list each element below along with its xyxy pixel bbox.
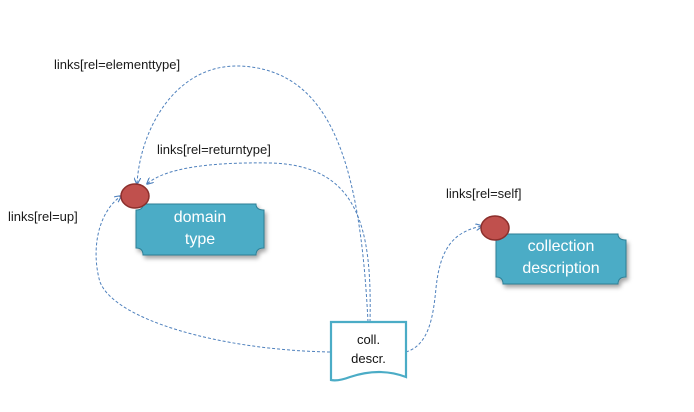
collection-description-box[interactable]	[495, 233, 627, 285]
edge-elementtype	[137, 65, 369, 323]
domain-type-link-dot[interactable]	[120, 183, 150, 209]
edge-label-self: links[rel=self]	[446, 186, 522, 201]
edge-returntype	[147, 162, 371, 323]
coll-descr-document[interactable]	[329, 320, 408, 382]
edge-label-up: links[rel=up]	[8, 209, 78, 224]
domain-type-box[interactable]	[135, 203, 265, 256]
edge-self	[405, 226, 482, 353]
collection-description-link-dot[interactable]	[480, 215, 510, 241]
edge-label-returntype: links[rel=returntype]	[157, 142, 271, 157]
edge-label-elementtype: links[rel=elementtype]	[54, 57, 181, 72]
edge-up	[95, 196, 331, 353]
